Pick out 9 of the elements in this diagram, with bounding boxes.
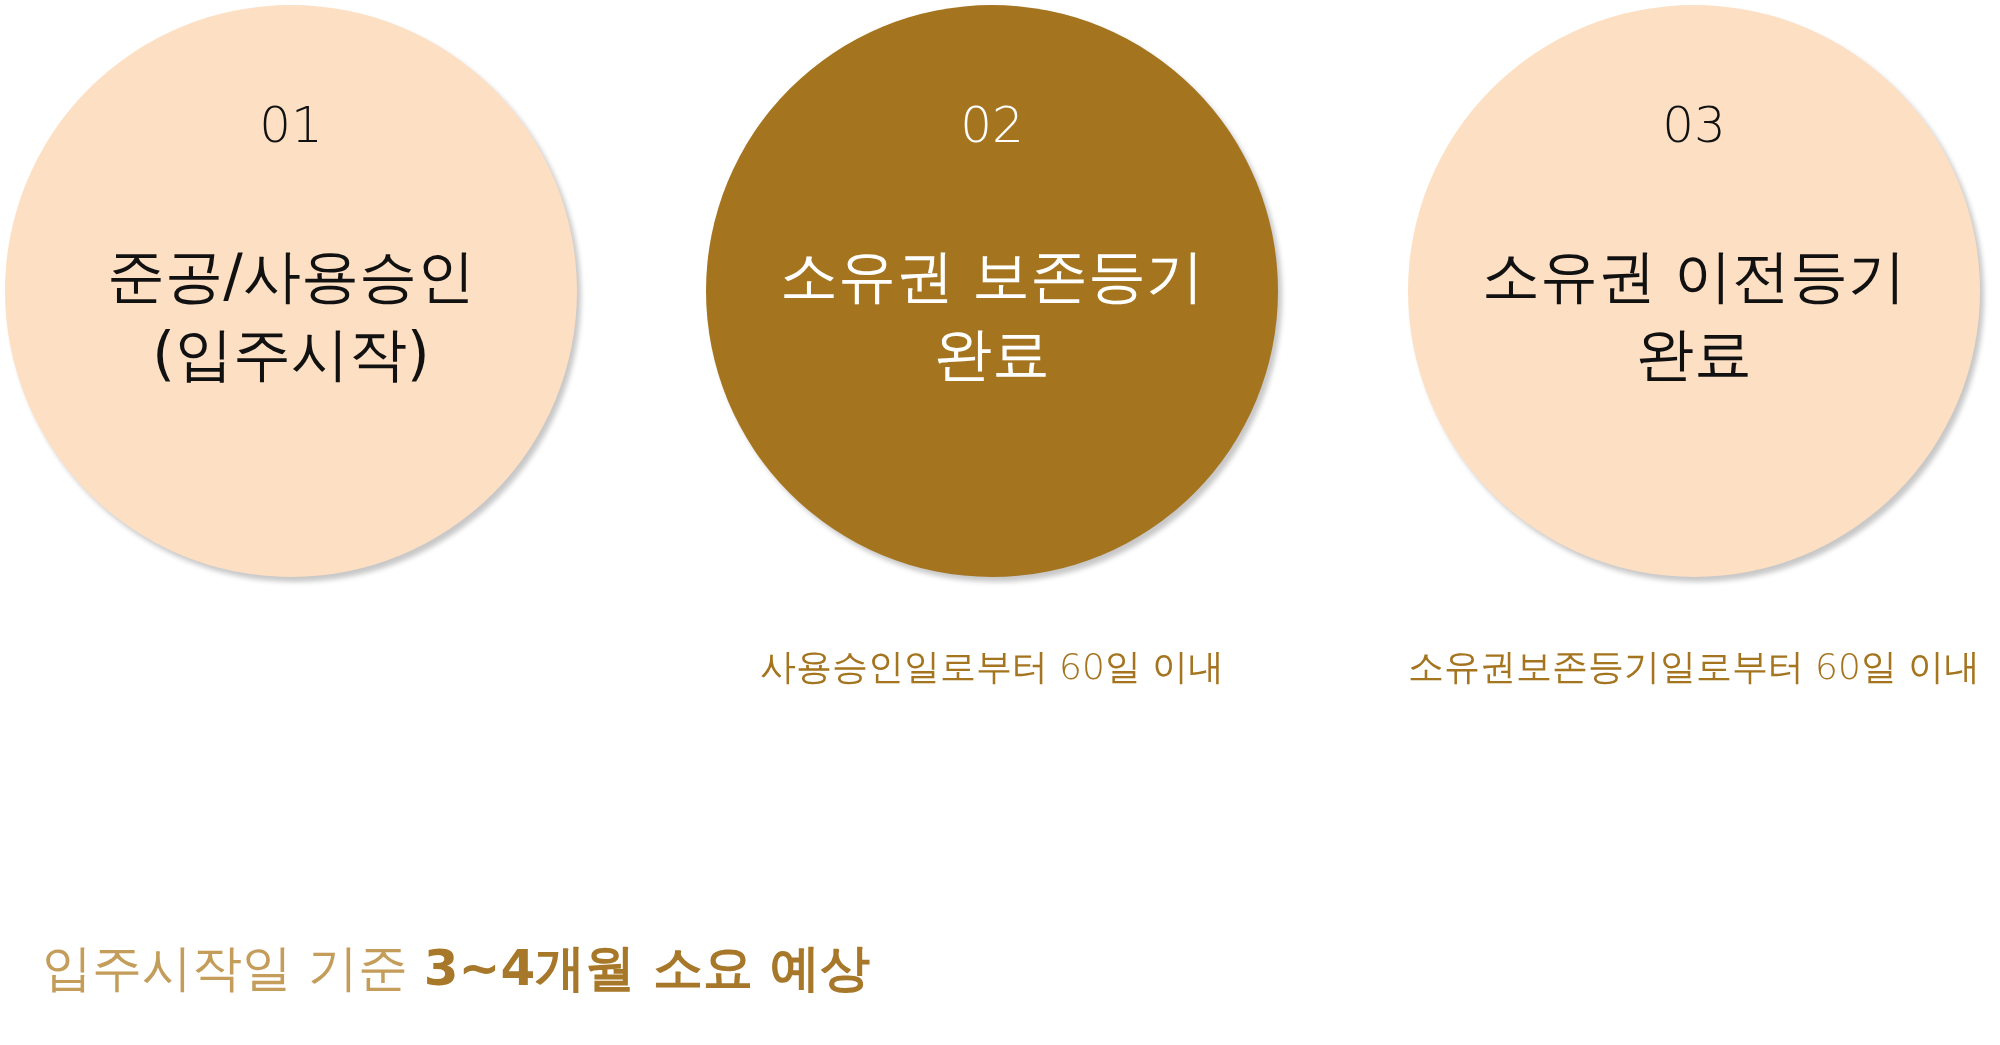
summary-note: 입주시작일 기준 3~4개월 소요 예상	[42, 938, 871, 998]
step-title: 준공/사용승인 (입주시작)	[106, 241, 476, 390]
step-title: 소유권 보존등기 완료	[778, 241, 1206, 390]
step-title: 소유권 이전등기 완료	[1480, 241, 1908, 390]
step-number: 01	[259, 95, 323, 155]
step-note: 사용승인일로부터 60일 이내	[759, 645, 1225, 689]
step-number: 02	[960, 95, 1024, 155]
step-number: 03	[1662, 95, 1726, 155]
step-note: 소유권보존등기일로부터 60일 이내	[1407, 645, 1981, 689]
